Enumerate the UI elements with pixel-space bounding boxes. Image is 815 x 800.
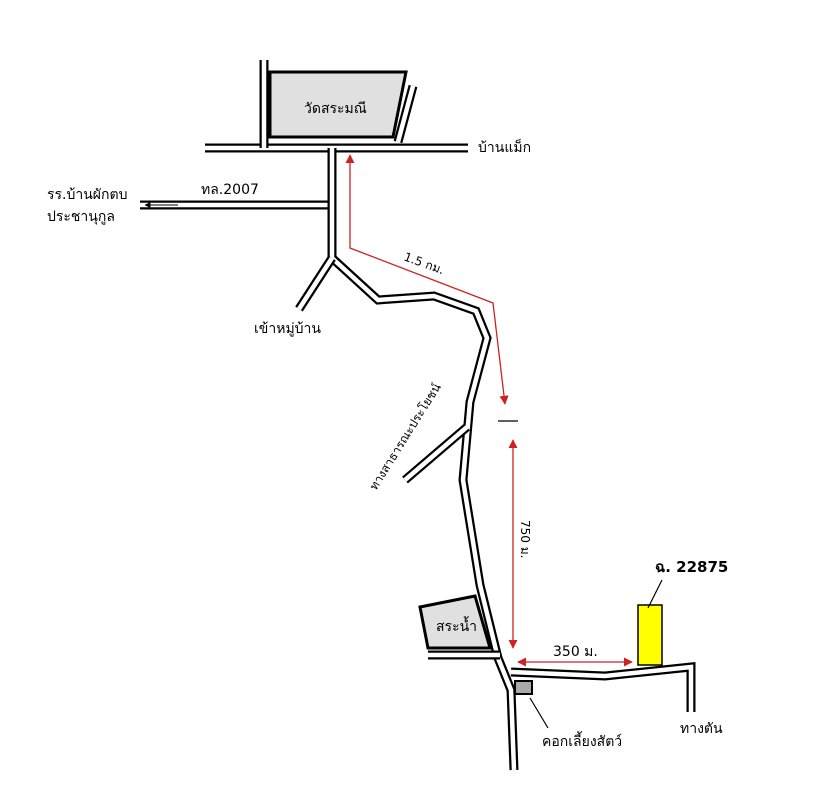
parcel-plot xyxy=(637,604,663,666)
pond-shape xyxy=(418,594,492,650)
temple-label: วัดสระมณี xyxy=(304,101,367,117)
village-entrance-label: เข้าหมู่บ้าน xyxy=(254,321,321,337)
distance-label-1-5km: 1.5 กม. xyxy=(402,250,446,277)
distance-marker-750m: 750 ม. xyxy=(508,439,532,649)
parcel-leader xyxy=(647,579,663,609)
road-temple-diagonal xyxy=(393,84,418,144)
highway-label: ทล.2007 xyxy=(201,182,259,198)
temple-building xyxy=(268,70,408,139)
parcel-label: ฉ. 22875 xyxy=(655,558,728,576)
school-label-line2: ประชานุกูล xyxy=(47,209,115,225)
road-public-branch xyxy=(402,423,470,484)
distance-marker-350m: 350 ม. xyxy=(517,644,633,667)
pond-label: สระน้ำ xyxy=(436,616,477,635)
road-village-entrance xyxy=(295,255,336,312)
school-label-line1: รร.บ้านผักตบ xyxy=(47,187,127,203)
ban-maek-label: บ้านแม็ก xyxy=(478,138,531,156)
distance-label-350m: 350 ม. xyxy=(553,644,598,660)
animal-pen-label: คอกเลี้ยงสัตว์ xyxy=(542,731,622,750)
road-to-parcel xyxy=(510,662,696,712)
dead-end-label: ทางตัน xyxy=(680,721,723,737)
distance-label-750m: 750 ม. xyxy=(518,520,532,558)
animal-pen-shape xyxy=(514,680,533,695)
animal-pen-leader xyxy=(529,697,549,729)
